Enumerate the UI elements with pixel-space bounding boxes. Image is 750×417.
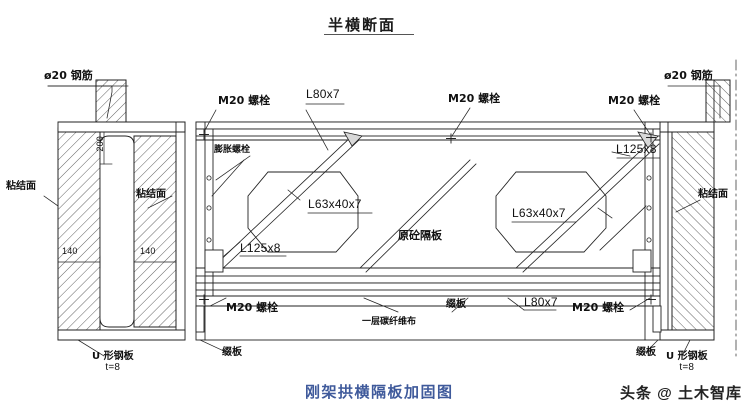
label-batten-plate-left: 缀板 (222, 347, 242, 358)
drawing-caption: 刚架拱横隔板加固图 (305, 383, 454, 401)
label-bond-face-left: 粘结面 (6, 181, 36, 192)
central-diaphragm-panel (195, 121, 662, 341)
left-pier-section (57, 79, 186, 341)
label-batten-plate-mid: 缀板 (446, 299, 466, 310)
label-bond-face-right: 粘结面 (698, 189, 728, 200)
label-bond-face-mid: 粘结面 (136, 189, 166, 200)
label-batten-plate-right: 缀板 (636, 347, 656, 358)
watermark: 头条 @ 土木智库 (620, 382, 742, 403)
leader-lines (43, 85, 721, 357)
label-expansion-bolt: 膨胀螺栓 (214, 145, 251, 155)
label-u-plate-left-line1: U 形钢板 (92, 351, 134, 362)
label-angle-l80x7-bottom: L80x7 (524, 295, 558, 309)
label-bolt-m20-bottom-left: M20 螺栓 (226, 301, 279, 314)
title-underline (324, 34, 414, 35)
label-bolt-m20-top-right: M20 螺栓 (608, 94, 661, 107)
page-title: 半横断面 (328, 16, 397, 34)
label-angle-l63-right: L63x40x7 (512, 206, 566, 220)
label-u-plate-left: U 形钢板 t=8 (92, 330, 134, 373)
dimension-140-left: 140 (62, 246, 78, 256)
watermark-prefix: 头条 (619, 384, 652, 402)
label-u-plate-right-line1: U 形钢板 (666, 351, 708, 362)
label-angle-l80x7-top: L80x7 (306, 87, 340, 101)
label-u-plate-right: U 形钢板 t=8 (666, 330, 708, 373)
label-carbon-fiber: 一层碳纤维布 (362, 317, 417, 327)
label-angle-l125x8-left: L125x8 (240, 241, 281, 255)
label-angle-l63-left: L63x40x7 (308, 197, 362, 211)
watermark-source: 土木智库 (677, 384, 742, 402)
watermark-at-icon: @ (657, 385, 673, 402)
label-rebar-right: ø20 钢筋 (664, 69, 713, 82)
label-bolt-m20-bottom-right: M20 螺栓 (572, 301, 625, 314)
label-u-plate-right-line2: t=8 (679, 362, 695, 373)
callout-underlines (239, 103, 661, 311)
label-concrete-diaphragm: 原砼隔板 (398, 229, 442, 242)
label-u-plate-left-line2: t=8 (105, 362, 121, 373)
dimension-140-mid: 140 (140, 246, 156, 256)
label-rebar-left: ø20 钢筋 (44, 69, 93, 82)
right-pier-section (659, 59, 737, 361)
label-bolt-m20-top-left: M20 螺栓 (218, 94, 271, 107)
dimension-200: 200 (95, 136, 105, 152)
label-angle-l125x8-right: L125x8 (616, 142, 657, 156)
label-bolt-m20-top-mid: M20 螺栓 (448, 92, 501, 105)
